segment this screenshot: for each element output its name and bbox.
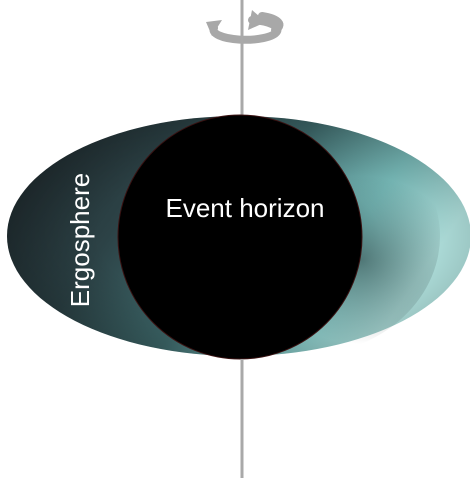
ergosphere-label: Ergosphere (65, 173, 95, 307)
event-horizon-label: Event horizon (166, 193, 325, 223)
event-horizon (118, 115, 362, 359)
